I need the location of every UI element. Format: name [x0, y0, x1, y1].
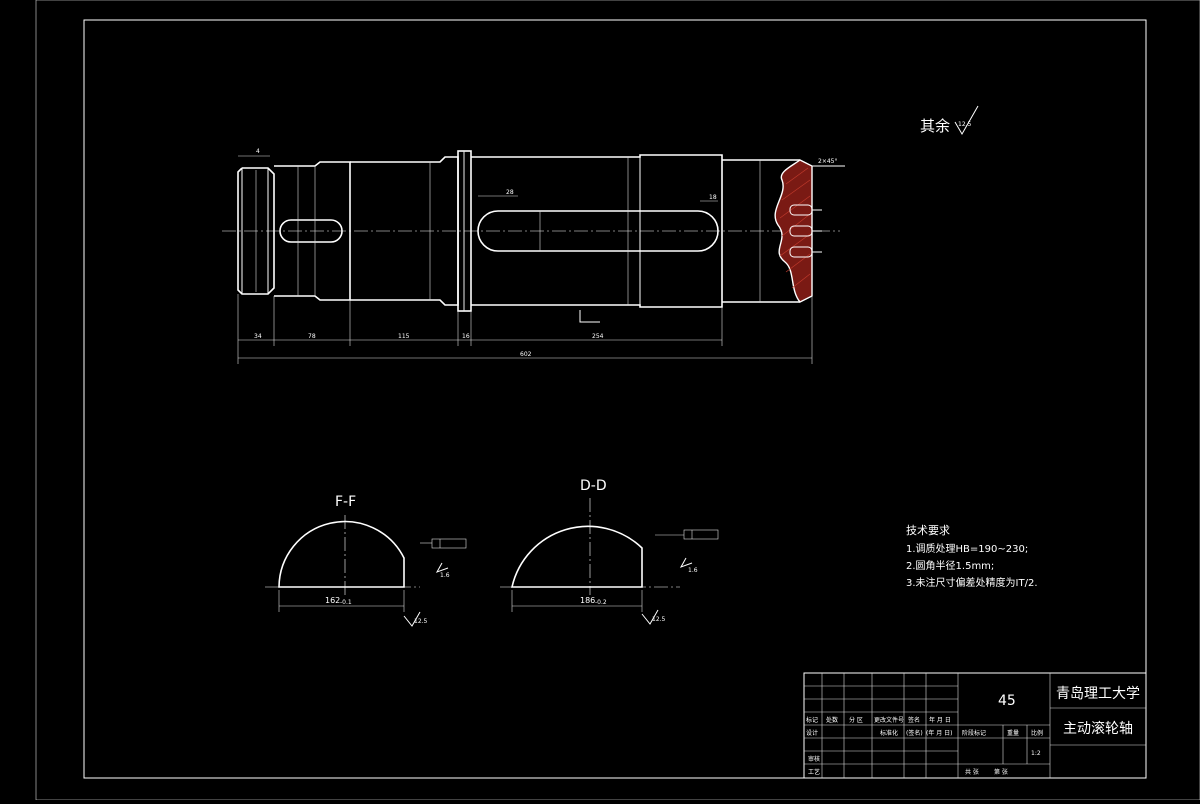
- outer-border: [35, 0, 1200, 801]
- label-process: 工艺: [808, 768, 820, 776]
- university-name: 青岛理工大学: [1056, 686, 1140, 702]
- roughness-icon-f: [435, 562, 449, 573]
- sheet-total: 共 张: [965, 768, 979, 776]
- label-zone: 分 区: [849, 716, 863, 724]
- section-d-outline: [510, 525, 643, 588]
- label-sign: (签名): [906, 729, 923, 737]
- tech-req-item-3: 3.未注尺寸偏差处精度为IT/2.: [906, 576, 1038, 589]
- section-f-outline: [278, 520, 405, 588]
- roughness-icon-d2: [641, 609, 659, 625]
- label-weight: 重量: [1007, 729, 1019, 737]
- label-date: 年 月 日: [929, 716, 951, 724]
- label-mark: 标记: [806, 716, 818, 724]
- section-f-title: F-F: [335, 494, 356, 510]
- broken-section-hatch: [774, 159, 813, 303]
- section-d-tol: -0.2: [595, 599, 607, 606]
- section-d-roughness-a: 12.5: [652, 616, 666, 623]
- section-d-title: D-D: [580, 478, 607, 494]
- section-f-f: F-F 162 -0.1 1.6 12.5: [265, 494, 467, 627]
- section-d-width: 186: [580, 596, 595, 605]
- top-left-dim: 4: [256, 148, 260, 155]
- title-block-frame: [803, 672, 1147, 779]
- tech-req-title: 技术要求: [906, 524, 950, 537]
- main-shaft-view: 2×45° 4 28 18: [222, 148, 845, 364]
- label-ratio: 比例: [1031, 729, 1043, 737]
- label-signature: 签名: [908, 716, 920, 724]
- key-dim-1: 28: [506, 189, 514, 196]
- dim-seg-3: 115: [398, 333, 410, 340]
- keyway-large: [477, 210, 719, 252]
- keyway-small: [279, 219, 343, 243]
- center-holes: [789, 204, 822, 258]
- dim-seg-2: 78: [308, 333, 316, 340]
- roughness-value: 12.5: [958, 121, 972, 128]
- overall-length: 602: [520, 351, 532, 358]
- part-name: 主动滚轮轴: [1063, 720, 1133, 737]
- title-block: 45 青岛理工大学 主动滚轮轴 标记 处数 分 区 更改文件号 签名 年 月 日…: [803, 672, 1147, 779]
- diameter-dims: [255, 151, 761, 311]
- label-stage-mark: 阶段标记: [962, 729, 986, 737]
- section-d-roughness-b: 1.6: [688, 567, 698, 574]
- section-f-roughness-a: 12.5: [414, 618, 428, 625]
- tolerance-frame-f: [431, 538, 467, 549]
- roughness-icon-d: [679, 557, 693, 568]
- label-count: 处数: [826, 716, 838, 724]
- label-change-doc: 更改文件号: [874, 716, 904, 724]
- tolerance-frame-d: [683, 529, 719, 540]
- surface-roughness-note: 其余 12.5: [920, 105, 979, 135]
- label-ymd: (年 月 日): [926, 729, 953, 737]
- dim-seg-4: 16: [462, 333, 470, 340]
- label-standard: 标准化: [880, 729, 898, 737]
- section-d-d: D-D 186 -0.2 1.6 12.5: [500, 478, 719, 625]
- shaft-segment-2: [274, 161, 351, 301]
- roughness-prefix: 其余: [920, 117, 950, 135]
- label-review: 审核: [808, 755, 820, 763]
- tech-req-item-1: 1.调质处理HB=190~230;: [906, 543, 1028, 555]
- chamfer-label: 2×45°: [818, 158, 837, 165]
- label-design: 设计: [806, 729, 818, 737]
- roughness-icon-f2: [403, 611, 421, 627]
- inner-frame: [83, 19, 1147, 779]
- section-f-tol: -0.1: [340, 599, 352, 606]
- dim-seg-5: 254: [592, 333, 604, 340]
- key-dim-2: 18: [709, 194, 717, 201]
- extension-lines: [237, 294, 813, 364]
- roughness-symbol-icon: [954, 105, 979, 135]
- scale-value: 1:2: [1031, 750, 1041, 757]
- dim-seg-1: 34: [254, 333, 262, 340]
- section-cut-marker: [579, 310, 600, 323]
- material: 45: [998, 693, 1016, 709]
- section-f-roughness-b: 1.6: [440, 572, 450, 579]
- sheet-number: 第 张: [994, 768, 1008, 776]
- tech-req-item-2: 2.圆角半径1.5mm;: [906, 559, 994, 572]
- section-f-width: 162: [325, 596, 340, 605]
- technical-requirements: 技术要求 1.调质处理HB=190~230; 2.圆角半径1.5mm; 3.未注…: [906, 524, 1038, 589]
